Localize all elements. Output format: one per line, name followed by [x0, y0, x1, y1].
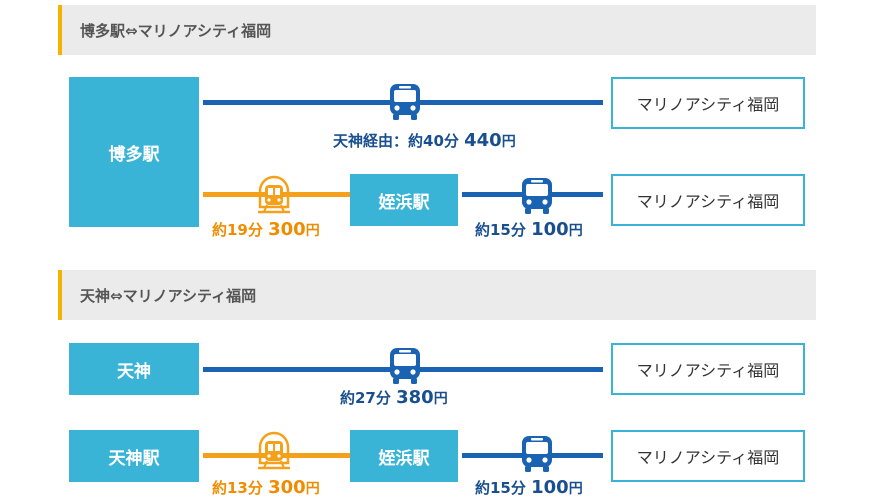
- section-title: 博多駅⇔マリノアシティ福岡: [80, 21, 272, 40]
- fare-unit: 円: [433, 391, 448, 407]
- bus-icon: [520, 434, 554, 474]
- fare-unit: 円: [568, 223, 583, 239]
- route-time: 天神経由：約40分: [333, 132, 459, 150]
- train-icon: [257, 175, 291, 215]
- route-info: 天神経由：約40分 440円: [333, 131, 516, 152]
- destination-label: マリノアシティ福岡: [636, 448, 780, 467]
- destination-label: マリノアシティ福岡: [636, 192, 780, 211]
- route-info: 約27分 380円: [340, 388, 448, 409]
- station-hakata: 博多駅: [69, 77, 199, 227]
- destination-marinoa: マリノアシティ福岡: [611, 343, 805, 395]
- train-info: 約13分 300円: [212, 478, 320, 499]
- bus-fare: 100: [531, 219, 569, 240]
- destination-label: マリノアシティ福岡: [636, 95, 780, 114]
- station-label: 天神: [117, 361, 151, 382]
- section-title: 天神⇔マリノアシティ福岡: [80, 286, 257, 305]
- station-tenjin-eki: 天神駅: [69, 430, 199, 482]
- station-meinohama: 姪浜駅: [350, 430, 458, 482]
- fare-unit: 円: [305, 223, 320, 239]
- section-header-hakata: 博多駅⇔マリノアシティ福岡: [58, 5, 816, 55]
- station-tenjin: 天神: [69, 343, 199, 395]
- route-fare: 380: [396, 387, 434, 408]
- station-meinohama: 姪浜駅: [350, 174, 458, 226]
- bus-fare: 100: [531, 477, 569, 498]
- bus-icon: [388, 82, 422, 122]
- bus-icon: [388, 346, 422, 386]
- station-label: 姪浜駅: [378, 448, 430, 469]
- station-label: 天神駅: [108, 448, 160, 469]
- fare-unit: 円: [305, 481, 320, 497]
- train-time: 約19分: [212, 221, 263, 239]
- train-info: 約19分 300円: [212, 220, 320, 241]
- fare-unit: 円: [568, 481, 583, 497]
- train-fare: 300: [268, 219, 306, 240]
- destination-marinoa: マリノアシティ福岡: [611, 77, 805, 129]
- bus-info: 約15分 100円: [475, 220, 583, 241]
- destination-marinoa: マリノアシティ福岡: [611, 174, 805, 226]
- station-label: 博多駅: [108, 144, 160, 165]
- fare-unit: 円: [501, 134, 516, 150]
- section-header-tenjin: 天神⇔マリノアシティ福岡: [58, 270, 816, 320]
- route-fare: 440: [464, 130, 502, 151]
- bus-icon: [520, 176, 554, 216]
- bus-info: 約15分 100円: [475, 478, 583, 499]
- bus-time: 約15分: [475, 221, 526, 239]
- destination-label: マリノアシティ福岡: [636, 361, 780, 380]
- bus-time: 約15分: [475, 479, 526, 497]
- train-fare: 300: [268, 477, 306, 498]
- train-time: 約13分: [212, 479, 263, 497]
- destination-marinoa: マリノアシティ福岡: [611, 430, 805, 482]
- route-time: 約27分: [340, 389, 391, 407]
- train-icon: [257, 431, 291, 471]
- station-label: 姪浜駅: [378, 192, 430, 213]
